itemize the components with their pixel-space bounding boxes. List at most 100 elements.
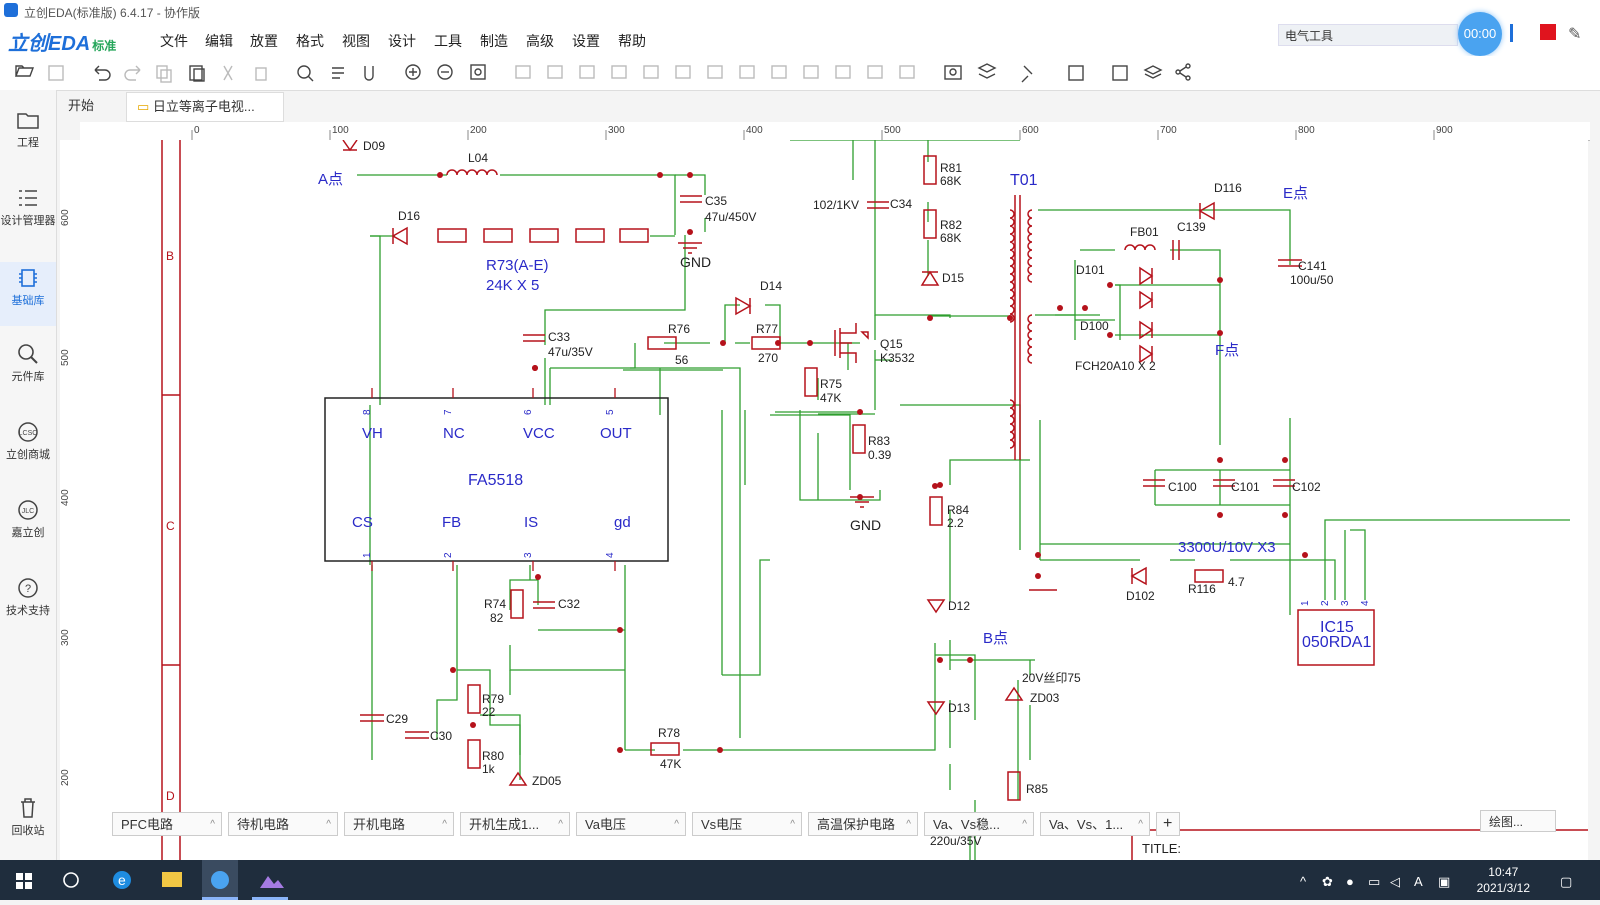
file-explorer-icon[interactable] xyxy=(162,872,182,887)
search-input[interactable]: 电气工具 xyxy=(1278,24,1458,46)
ref-label: ZD03 xyxy=(1030,691,1060,705)
pen-icon[interactable]: ✎ xyxy=(1568,26,1582,43)
ref-label: R116 xyxy=(1188,582,1216,596)
ic15-pin: 4 xyxy=(1360,600,1371,606)
notification-icon[interactable]: ▢ xyxy=(1560,874,1572,889)
ic-pin-name: VH xyxy=(362,425,383,442)
ref-label: R80 xyxy=(482,749,504,763)
paste-icon[interactable] xyxy=(189,65,205,82)
pin-icon[interactable] xyxy=(1021,65,1033,83)
undo-icon[interactable] xyxy=(94,65,111,81)
microphone-icon[interactable]: ● xyxy=(1346,874,1354,889)
ref-label: C102 xyxy=(1292,480,1321,494)
menu-advanced[interactable]: 高级 xyxy=(526,33,554,49)
volume-icon[interactable]: ◁ xyxy=(1390,874,1400,889)
record-timer-button[interactable]: 00:00 xyxy=(1458,12,1502,56)
windows-taskbar: e ^ ✿ ● ▭ ◁ A ▣ ▢ 10:47 2021/3/12 xyxy=(0,860,1600,900)
ref-label: C35 xyxy=(705,194,727,208)
sidebar-item-trash[interactable]: 回收站 xyxy=(0,796,56,838)
chevron-up-icon: ^ xyxy=(674,819,679,830)
redo-icon[interactable] xyxy=(124,65,141,81)
schematic-canvas[interactable]: B C D xyxy=(80,140,1588,860)
sheet-tab-va-vs-reg[interactable]: Va、Vs稳...^ xyxy=(924,812,1034,836)
tab-schematic[interactable]: ▭ 日立等离子电视... xyxy=(126,92,284,122)
bom-icon[interactable] xyxy=(1068,65,1084,81)
row-label: C xyxy=(166,519,175,533)
sheet-tab-vs[interactable]: Vs电压^ xyxy=(692,812,802,836)
pause-icon[interactable] xyxy=(1510,24,1513,42)
ref-label: R84 xyxy=(947,503,969,517)
zoom-out-icon[interactable] xyxy=(437,64,453,80)
network-icon[interactable]: ▭ xyxy=(1368,874,1380,889)
tab-start[interactable]: 开始 xyxy=(58,92,138,120)
sidebar-item-lcsc[interactable]: LCSC 立创商城 xyxy=(0,420,56,462)
menu-settings[interactable]: 设置 xyxy=(572,33,600,49)
search-icon[interactable] xyxy=(297,65,314,82)
delete-icon[interactable] xyxy=(255,67,267,81)
fit-view-icon[interactable] xyxy=(470,64,486,80)
share-icon[interactable] xyxy=(1175,63,1191,81)
menu-edit[interactable]: 编辑 xyxy=(205,33,233,49)
menu-place[interactable]: 放置 xyxy=(250,33,278,49)
search-circle-icon[interactable] xyxy=(63,872,79,888)
sidebar-item-basic-library[interactable]: 基础库 xyxy=(0,262,56,326)
sidebar-item-support[interactable]: ? 技术支持 xyxy=(0,576,56,618)
taskbar-clock[interactable]: 10:47 2021/3/12 xyxy=(1477,864,1530,896)
sheet-tab-va-vs-1[interactable]: Va、Vs、1...^ xyxy=(1040,812,1150,836)
save-icon[interactable] xyxy=(48,65,64,81)
find-replace-icon[interactable] xyxy=(332,67,344,79)
sheet-tab-poweron[interactable]: 开机电路^ xyxy=(344,812,454,836)
export-icon[interactable] xyxy=(977,63,997,79)
sheet-tab-poweron-gen[interactable]: 开机生成1...^ xyxy=(460,812,570,836)
tray-app-icon[interactable]: ✿ xyxy=(1322,874,1333,889)
align-tools-icon[interactable] xyxy=(515,65,915,79)
net-label-3300u: 3300U/10V X3 xyxy=(1178,539,1276,556)
sheet-tab-standby[interactable]: 待机电路^ xyxy=(228,812,338,836)
schematic-drawing[interactable]: B C D xyxy=(80,140,1588,860)
sidebar-item-project[interactable]: 工程 xyxy=(0,108,56,150)
ruler-label: 300 xyxy=(608,125,625,136)
ic-pin-number: 3 xyxy=(523,552,534,558)
net-label-icon[interactable] xyxy=(364,66,374,81)
ic-fa5518[interactable]: VH NC VCC OUT CS FB IS gd FA5518 8 7 6 5… xyxy=(324,388,669,571)
sidebar-label: 工程 xyxy=(17,137,39,149)
sheet-tab-va[interactable]: Va电压^ xyxy=(576,812,686,836)
ref-label: R74 xyxy=(484,597,506,611)
easyeda-app-icon[interactable] xyxy=(202,860,238,900)
sheet-tab-overtemp[interactable]: 高温保护电路^ xyxy=(808,812,918,836)
sidebar-item-component-library[interactable]: 元件库 xyxy=(0,342,56,384)
zoom-in-icon[interactable] xyxy=(405,64,421,80)
copy-icon[interactable] xyxy=(156,65,172,83)
ruler-label: 300 xyxy=(60,629,71,646)
draw-tools-panel-button[interactable]: 绘图... xyxy=(1480,810,1556,832)
menu-tools[interactable]: 工具 xyxy=(434,33,462,49)
input-method-icon[interactable]: A xyxy=(1414,874,1423,889)
pcb-icon[interactable] xyxy=(1112,65,1128,81)
tray-chevron-icon[interactable]: ^ xyxy=(1300,874,1307,889)
photos-app-icon[interactable] xyxy=(252,876,288,900)
layers-icon[interactable] xyxy=(1143,65,1163,79)
value-label: 56 xyxy=(675,353,689,367)
add-sheet-button[interactable]: + xyxy=(1156,812,1180,836)
stop-icon[interactable] xyxy=(1540,24,1556,40)
sidebar-item-design-manager[interactable]: 设计管理器 xyxy=(0,186,56,228)
menu-format[interactable]: 格式 xyxy=(296,33,324,49)
jlc-icon: JLC xyxy=(18,500,38,520)
cut-icon[interactable] xyxy=(223,65,233,81)
windows-start-icon[interactable] xyxy=(16,873,32,889)
chevron-up-icon: ^ xyxy=(326,819,331,830)
edge-browser-icon[interactable]: e xyxy=(113,871,131,889)
menu-help[interactable]: 帮助 xyxy=(618,33,646,49)
ic-pin-number: 1 xyxy=(362,552,373,558)
sidebar-item-jlc[interactable]: JLC 嘉立创 xyxy=(0,498,56,540)
open-icon[interactable] xyxy=(14,65,35,77)
value-label: 20V丝印75 xyxy=(1022,671,1081,685)
menu-design[interactable]: 设计 xyxy=(388,33,416,49)
menu-file[interactable]: 文件 xyxy=(160,33,188,49)
ic-pin-name: gd xyxy=(614,514,631,531)
menu-manufacture[interactable]: 制造 xyxy=(480,33,508,49)
image-icon[interactable] xyxy=(944,65,962,80)
ime-icon[interactable]: ▣ xyxy=(1438,874,1450,889)
menu-view[interactable]: 视图 xyxy=(342,33,370,49)
sheet-tab-pfc[interactable]: PFC电路^ xyxy=(112,812,222,836)
